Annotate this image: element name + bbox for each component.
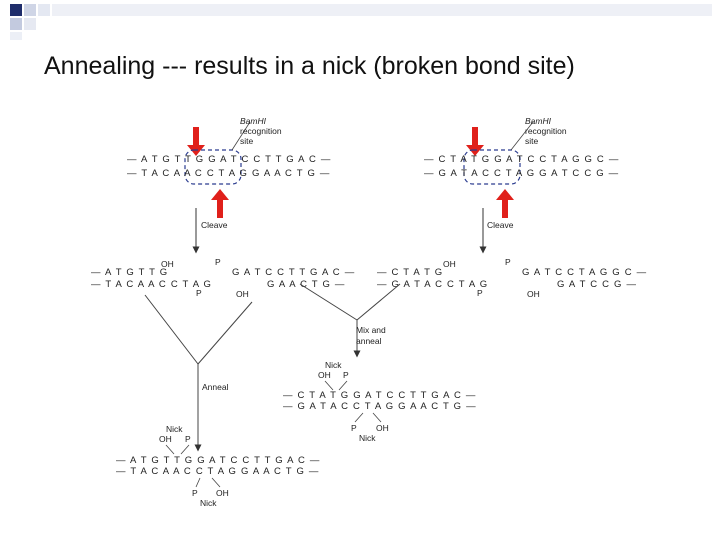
fragment-strand-bottom: G A T C C G — [557,279,637,290]
enzyme-label: BamHI [240,116,267,126]
top-right-strand-2: — G A T A C C T A G G A T C C G — [424,168,619,179]
top-left-molecule: BamHI recognition site — A T G T T G G A… [127,116,332,218]
oh-label: OH [443,259,456,269]
p-label: P [192,488,198,498]
p-label: P [215,257,221,267]
connector-line [356,283,401,321]
site-label: site [240,136,254,146]
deco-band [52,4,712,16]
site-label: site [525,136,539,146]
connector-line [144,294,199,365]
oh-label: OH [527,289,540,299]
nick-pointer [211,477,221,488]
nick-pointer [324,380,334,391]
top-left-strand-1: — A T G T T G G A T C C T T G A C — [127,154,332,165]
nick-label: Nick [200,498,217,508]
connector-line [197,301,253,365]
deco-square-light [10,32,22,40]
recombinant-molecule: Nick OH P — C T A T G G A T C C T T G A … [283,360,477,443]
fragment-strand-top: — A T G T T G [91,267,168,278]
nick-pointer [372,412,382,423]
oh-label: OH [216,488,229,498]
top-left-strand-2: — T A C A A C C T A G G A A C T G — [127,168,331,179]
nick-label: Nick [325,360,342,370]
nick-pointer [165,444,175,455]
recombinant-strand-1: — C T A T G G A T C C T T G A C — [283,390,477,401]
p-label: P [477,288,483,298]
fragment-strand-top: G A T C C T T G A C — [232,267,355,278]
nick-pointer [354,412,364,423]
corner-decoration [10,4,712,40]
recombinant-strand-2: — G A T A C C T A G G A A C T G — [283,401,477,412]
result-strand-1: — A T G T T G G A T C C T T G A C — [116,455,321,466]
p-label: P [185,434,191,444]
red-arrow-up-icon [496,189,514,200]
deco-square-light [38,4,50,16]
deco-square-dark [10,4,22,16]
nick-pointer [195,477,201,488]
red-arrow-up-shaft [502,198,508,218]
oh-label: OH [318,370,331,380]
nick-label: Nick [359,433,376,443]
red-arrow-down-shaft [193,127,199,147]
deco-square-light [24,18,36,30]
deco-square-light [24,4,36,16]
fragment-strand-bottom: G A A C T G — [267,279,346,290]
red-arrow-down-shaft [472,127,478,147]
recognition-site-box [463,149,521,185]
slide-title: Annealing --- results in a nick (broken … [44,52,575,80]
fragment-right-2: P G A T C C T A G G C — G A T C C G — OH [505,257,647,299]
p-label: P [343,370,349,380]
recognition-label: recognition [240,126,282,136]
p-label: P [351,423,357,433]
fragment-strand-top: — C T A T G [377,267,443,278]
red-arrow-up-icon [211,189,229,200]
fragment-left-2: P G A T C C T T G A C — G A A C T G — OH [215,257,355,299]
deco-square-light [10,18,22,30]
nick-label: Nick [166,424,183,434]
cleave-label-right: Cleave [487,220,514,230]
enzyme-label: BamHI [525,116,552,126]
recognition-site-box [184,149,242,185]
nick-pointer [338,380,348,391]
fragment-strand-bottom: — G A T A C C T A G [377,279,488,290]
anneal-sub-label: anneal [356,336,382,346]
connector-line [299,283,358,321]
nick-pointer [180,444,190,455]
anneal-label: Anneal [202,382,229,392]
p-label: P [505,257,511,267]
callout-line [510,121,534,151]
annealed-result-molecule: Nick OH P — A T G T T G G A T C C T T G … [116,424,321,508]
recognition-label: recognition [525,126,567,136]
top-right-strand-1: — C T A T G G A T C C T A G G C — [424,154,620,165]
callout-line [231,121,251,151]
oh-label: OH [159,434,172,444]
fragment-right-1: OH — C T A T G — G A T A C C T A G P [377,259,488,298]
oh-label: OH [161,259,174,269]
oh-label: OH [376,423,389,433]
fragment-strand-top: G A T C C T A G G C — [522,267,647,278]
fragment-strand-bottom: — T A C A A C C T A G [91,279,212,290]
cleave-label-left: Cleave [201,220,228,230]
top-right-molecule: BamHI recognition site — C T A T G G A T… [424,116,620,218]
oh-label: OH [236,289,249,299]
fragment-left-1: OH — A T G T T G — T A C A A C C T A G P [91,259,212,298]
result-strand-2: — T A C A A C C T A G G A A C T G — [116,466,320,477]
mix-label: Mix and [356,325,386,335]
red-arrow-up-shaft [217,198,223,218]
p-label: P [196,288,202,298]
